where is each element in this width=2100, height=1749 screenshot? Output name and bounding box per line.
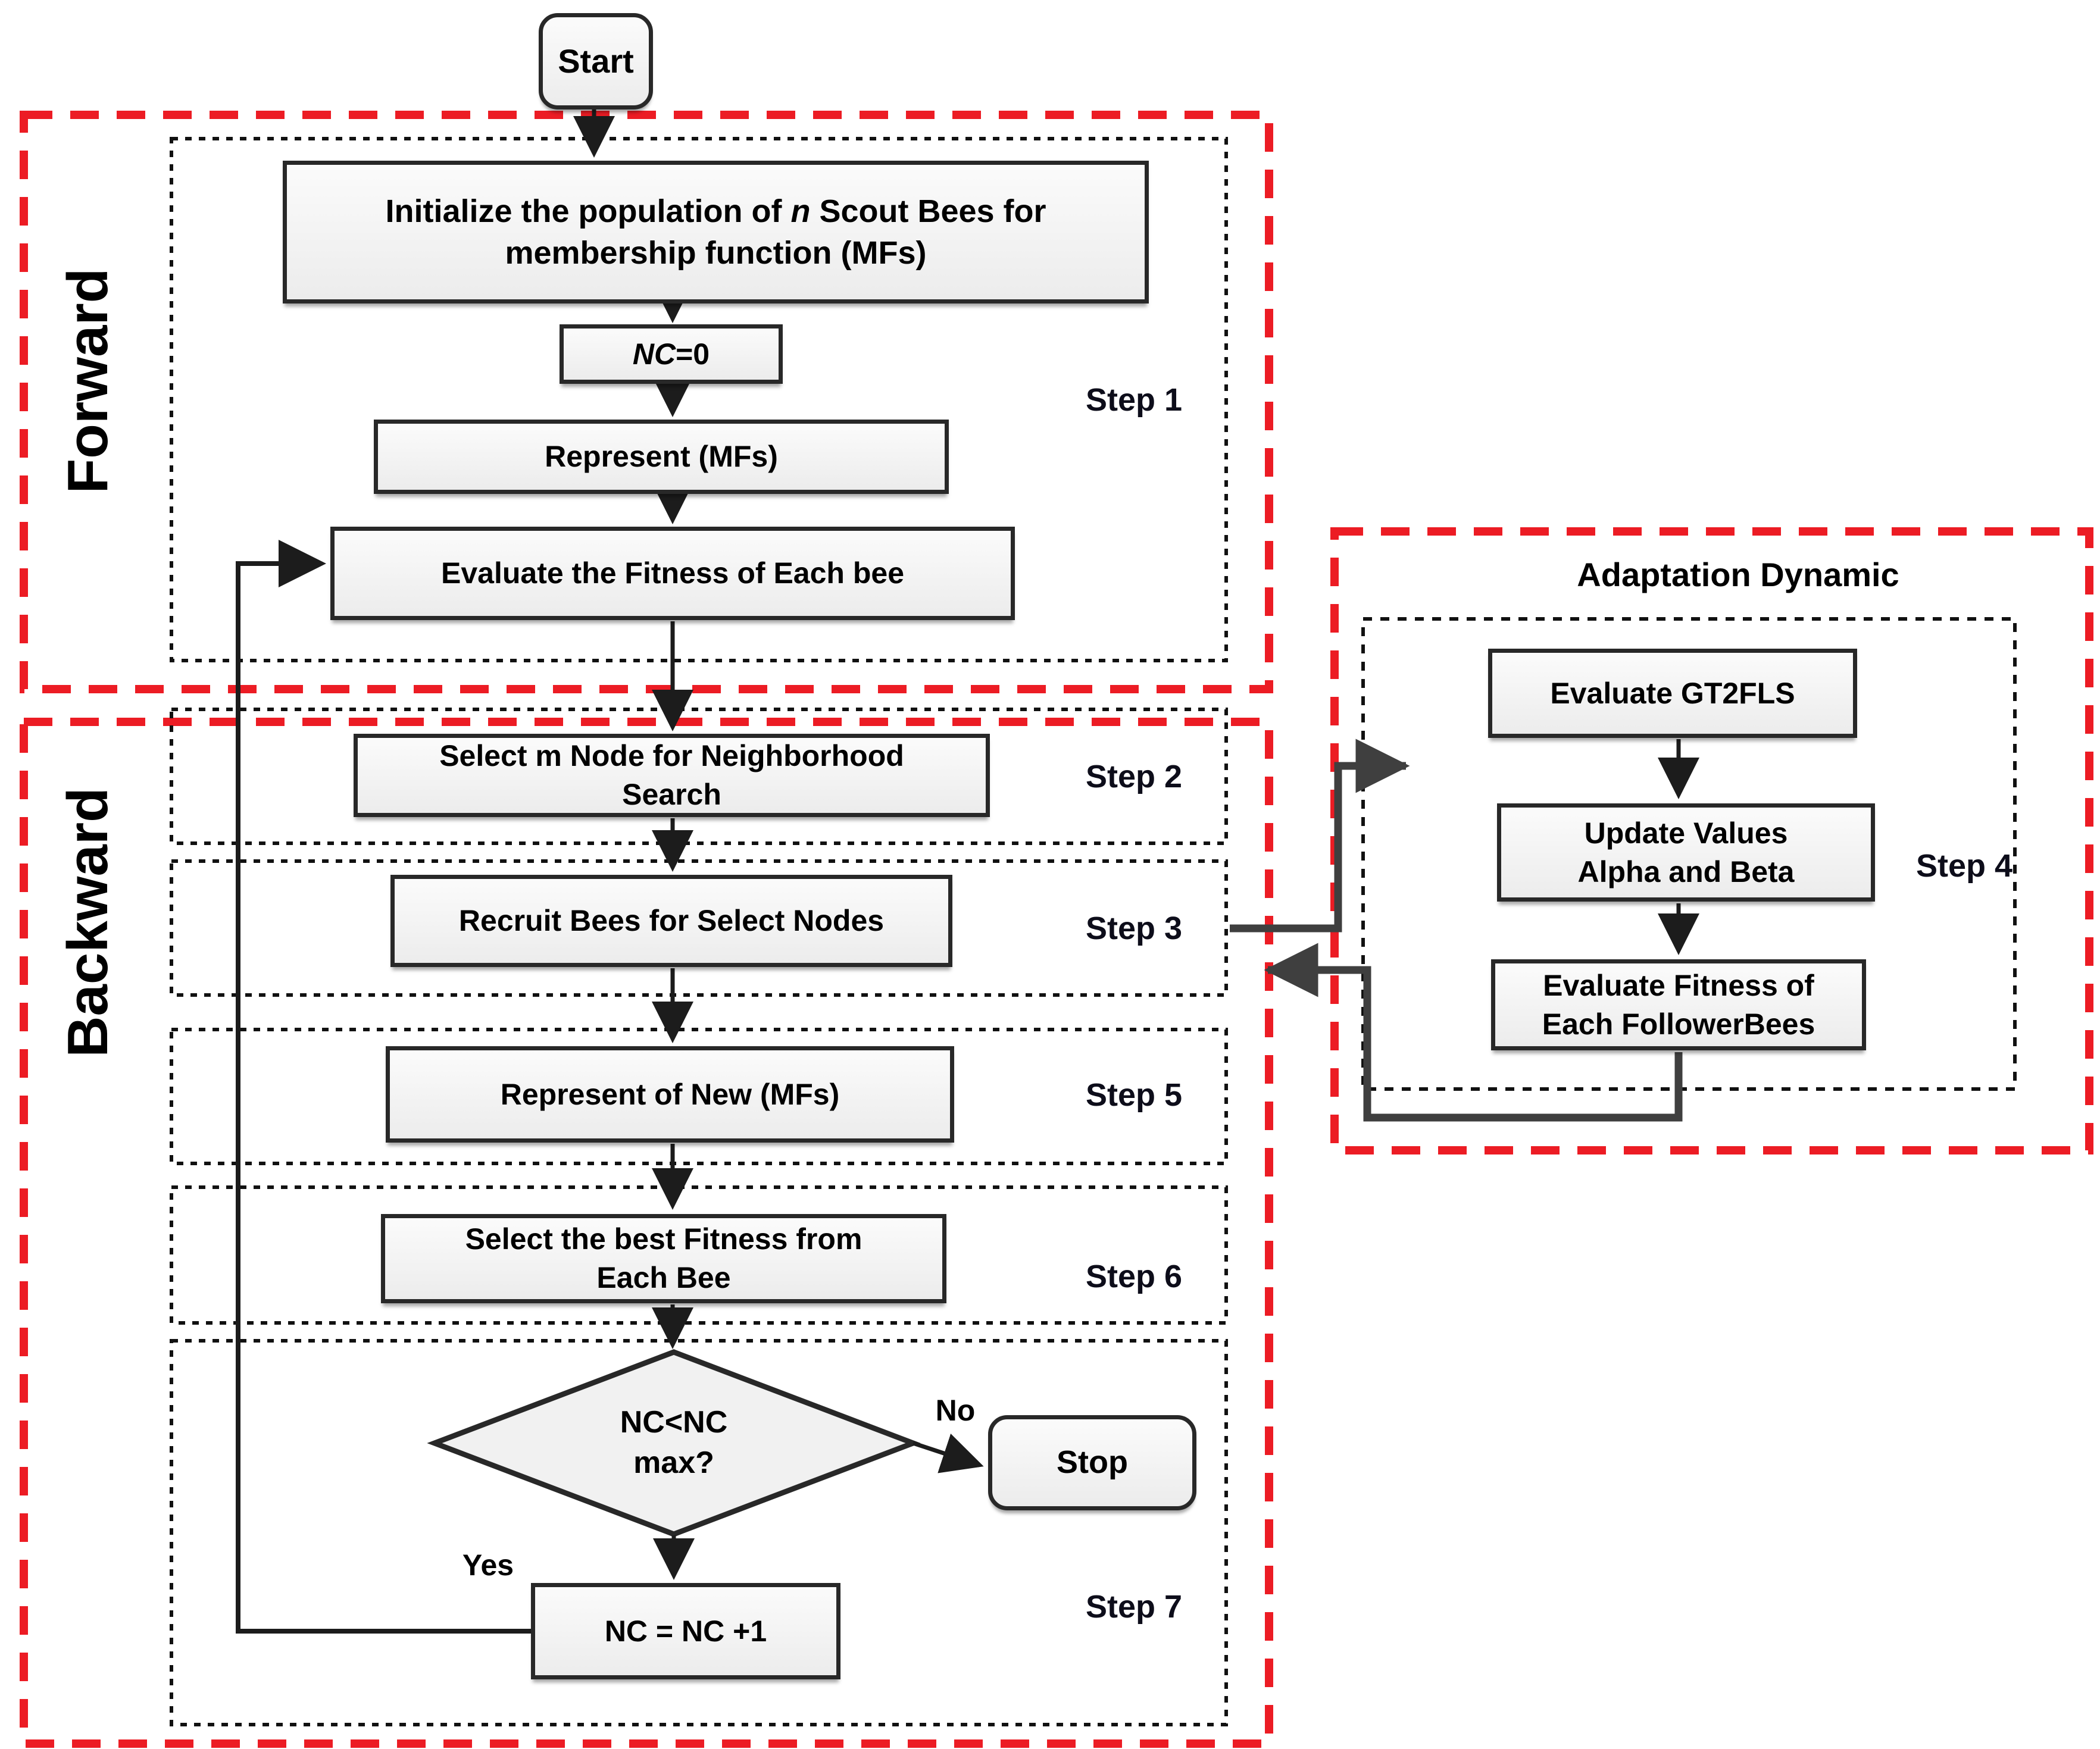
nc-zero-node: NC=0: [560, 324, 783, 384]
decision-label-line1: NC<NC: [620, 1405, 728, 1440]
backward-phase-box: [20, 718, 1273, 1748]
decision-label-line2: max?: [633, 1445, 714, 1480]
connector-step3-to-adaptation: [1230, 739, 1410, 933]
forward-phase-box: [20, 111, 1273, 693]
decision-diamond-shape: [427, 1349, 921, 1537]
step1-label: Step 1: [1085, 382, 1183, 418]
adaptation-title: Adaptation Dynamic: [1577, 555, 1899, 593]
feedback-loop-line: [236, 540, 533, 1634]
select-m-label-line2: Search: [622, 778, 721, 811]
initialize-node: Initialize the population of n Scout Bee…: [283, 161, 1149, 304]
recruit-label: Recruit Bees for Select Nodes: [458, 904, 885, 938]
evaluate-label: Evaluate the Fitness of Each bee: [440, 556, 905, 590]
evaluate-follower-label-line2: Each FollowerBees: [1542, 1007, 1815, 1041]
lane-label-forward: Forward: [56, 268, 120, 494]
nc-zero-label-rest: =0: [676, 337, 710, 371]
start-node: Start: [539, 13, 653, 109]
recruit-node: Recruit Bees for Select Nodes: [390, 875, 952, 967]
initialize-label-line2: membership function (MFs): [505, 235, 927, 271]
evaluate-gt2fls-label: Evaluate GT2FLS: [1550, 676, 1795, 710]
start-label: Start: [558, 42, 634, 80]
select-m-label-post: Node for Neighborhood: [561, 739, 904, 772]
stop-label: Stop: [1057, 1444, 1128, 1481]
step5-box: [170, 1028, 1228, 1165]
step6-box: [170, 1185, 1228, 1325]
step3-label: Step 3: [1085, 911, 1183, 946]
select-m-label-m: m: [535, 739, 562, 772]
step3-box: [170, 859, 1228, 997]
step2-label: Step 2: [1085, 759, 1183, 794]
nc-increment-label: NC = NC +1: [604, 1614, 767, 1648]
update-values-node: Update Values Alpha and Beta: [1497, 803, 1875, 902]
arrow-decision-stop-no: [912, 1434, 984, 1473]
step5-label: Step 5: [1085, 1077, 1183, 1113]
step1-box: [170, 137, 1228, 662]
represent-label: Represent (MFs): [545, 440, 778, 474]
decision-node-label: NC<NC max?: [555, 1396, 793, 1491]
step7-box: [170, 1339, 1228, 1726]
step6-label: Step 6: [1085, 1259, 1183, 1294]
initialize-label-pre: Initialize the population of: [385, 193, 791, 229]
update-values-label-line2: Alpha and Beta: [1577, 855, 1795, 888]
step2-box: [170, 708, 1228, 845]
step7-label: Step 7: [1085, 1589, 1183, 1625]
evaluate-node: Evaluate the Fitness of Each bee: [330, 527, 1015, 620]
select-m-label-pre: Select: [439, 739, 536, 772]
represent-node: Represent (MFs): [374, 420, 949, 494]
evaluate-gt2fls-node: Evaluate GT2FLS: [1488, 649, 1857, 738]
stop-node: Stop: [988, 1415, 1196, 1510]
evaluate-follower-node: Evaluate Fitness of Each FollowerBees: [1491, 959, 1866, 1050]
nc-zero-label-nc: NC: [632, 337, 676, 371]
evaluate-follower-label-line1: Evaluate Fitness of: [1543, 968, 1814, 1002]
initialize-label-n: n: [790, 193, 811, 229]
branch-no-label: No: [935, 1394, 976, 1427]
select-best-label-line2: Each Bee: [596, 1261, 731, 1294]
lane-label-backward: Backward: [56, 787, 120, 1057]
select-best-label-line1: Select the best Fitness from: [465, 1222, 862, 1256]
branch-yes-label: Yes: [462, 1548, 514, 1582]
step4-label: Step 4: [1915, 848, 2013, 884]
represent-new-label: Represent of New (MFs): [500, 1077, 840, 1111]
select-best-node: Select the best Fitness from Each Bee: [381, 1214, 946, 1303]
select-m-node: Select m Node for Neighborhood Search: [354, 734, 990, 817]
update-values-label-line1: Update Values: [1584, 816, 1788, 850]
represent-new-node: Represent of New (MFs): [386, 1046, 954, 1143]
nc-increment-node: NC = NC +1: [531, 1583, 840, 1679]
step4-box: [1361, 617, 2017, 1091]
connector-adaptation-to-step3: [1264, 943, 1683, 1122]
initialize-label-post: Scout Bees for: [810, 193, 1046, 229]
